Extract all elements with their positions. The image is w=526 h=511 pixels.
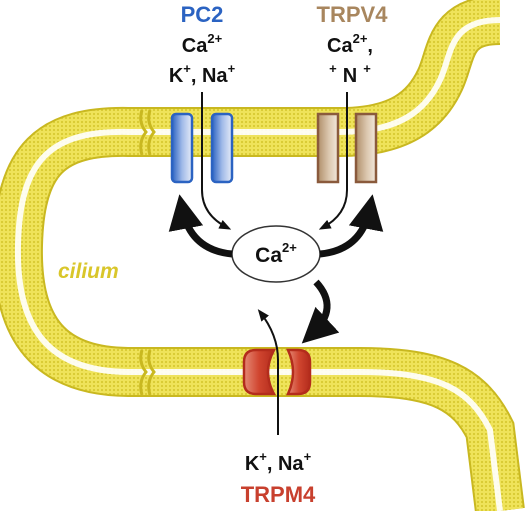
cilium-label: cilium <box>58 260 119 283</box>
influx-arrows <box>201 92 348 230</box>
trpv4-label: TRPV4 <box>317 2 389 27</box>
trpv4-channel <box>316 112 378 184</box>
trpm4-ion-label: K+, Na+ <box>245 449 312 475</box>
trpm4-label: TRPM4 <box>241 482 316 507</box>
calcium-pool <box>231 225 321 283</box>
trpm4-channel <box>242 348 312 396</box>
pc2-ion-line2: K+, Na+ <box>169 61 236 87</box>
trpm4-efflux-arrow <box>257 309 279 435</box>
pc2-channel <box>170 112 234 184</box>
pc2-ion-line1: Ca2+ <box>182 31 223 57</box>
trpv4-ion-line2: +N+ <box>329 61 371 87</box>
trpv4-ion-line1: Ca2+, <box>327 31 373 57</box>
calcium-label: Ca2+ <box>255 240 297 267</box>
pc2-label: PC2 <box>181 2 224 27</box>
activation-arrows <box>168 194 384 344</box>
